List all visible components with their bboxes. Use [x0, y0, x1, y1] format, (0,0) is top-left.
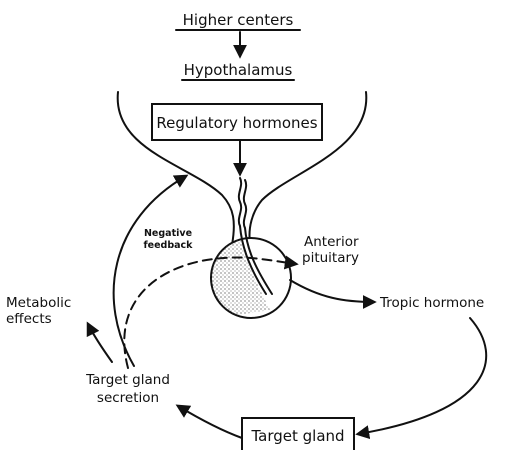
target-gland-secretion-label-line1: Target gland [85, 372, 170, 388]
regulatory-hormones-label: Regulatory hormones [156, 114, 317, 132]
metabolic-effects-label-line2: effects [6, 311, 52, 327]
hypothalamus-label: Hypothalamus [184, 61, 293, 79]
tropic-to-target-gland-arrow [358, 318, 486, 434]
secretion-to-metabolic-effects-arrow [88, 324, 112, 362]
anterior-pituitary-label-line1: Anterior [304, 234, 359, 250]
higher-centers-label: Higher centers [183, 11, 294, 29]
target-gland-label: Target gland [250, 427, 344, 445]
negative-feedback-label-line2: feedback [144, 240, 194, 251]
metabolic-effects-label-line1: Metabolic [6, 295, 71, 311]
target-gland-secretion-label-line2: secretion [97, 390, 159, 406]
target-gland-to-secretion-arrow [178, 406, 242, 438]
tropic-hormone-label: Tropic hormone [379, 295, 484, 311]
anterior-pituitary-label-line2: pituitary [302, 250, 359, 266]
negative-feedback-label-line1: Negative [144, 228, 192, 239]
tropic-hormone-arrow [290, 280, 374, 302]
